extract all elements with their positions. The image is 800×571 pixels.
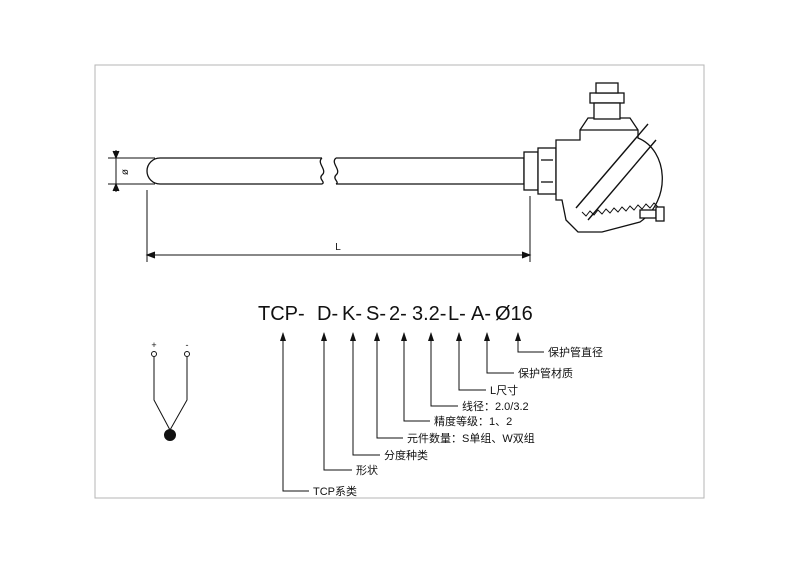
code-segment-material: A- (471, 303, 491, 325)
junction-head (523, 82, 665, 233)
model-code: TCP- D- K- S- 2- 3.2- L- A- Ø16 (258, 303, 533, 325)
protection-tube (146, 157, 525, 185)
code-segment-wire-dia: 3.2- (412, 303, 446, 325)
callout-graduation: 分度种类 (384, 448, 428, 462)
callout-arrowheads (280, 332, 521, 341)
diameter-dimension (108, 150, 155, 192)
sheet-border (94, 64, 705, 499)
callout-wire-diameter: 线径：2.0/3.2 (462, 399, 529, 413)
callout-labels: 保护管直径 保护管材质 L尺寸 线径：2.0/3.2 精度等级：1、2 元件数量… (313, 345, 603, 498)
code-segment-length: L- (448, 303, 466, 325)
code-segment-tube-dia: Ø16 (495, 303, 533, 325)
code-segment-shape: D- (317, 303, 338, 325)
callout-series: TCP系类 (313, 484, 357, 498)
callout-tube-diameter: 保护管直径 (548, 345, 603, 359)
code-segment-accuracy: 2- (389, 303, 407, 325)
callout-element-count: 元件数量：S单组、W双组 (407, 431, 535, 445)
callout-tube-material: 保护管材质 (518, 366, 573, 380)
diameter-label: ø (120, 169, 131, 175)
callout-accuracy: 精度等级：1、2 (434, 414, 512, 428)
thermocouple-symbol (151, 351, 190, 441)
length-dimension (145, 190, 532, 262)
callout-l-size: L尺寸 (490, 383, 518, 397)
callout-shape: 形状 (356, 463, 378, 477)
code-segment-elements: S- (366, 303, 386, 325)
code-segment-graduation: K- (342, 303, 362, 325)
length-label: L (335, 242, 341, 253)
code-segment-series: TCP- (258, 303, 305, 325)
negative-terminal-label: - (186, 340, 189, 350)
positive-terminal-label: + (151, 340, 156, 350)
